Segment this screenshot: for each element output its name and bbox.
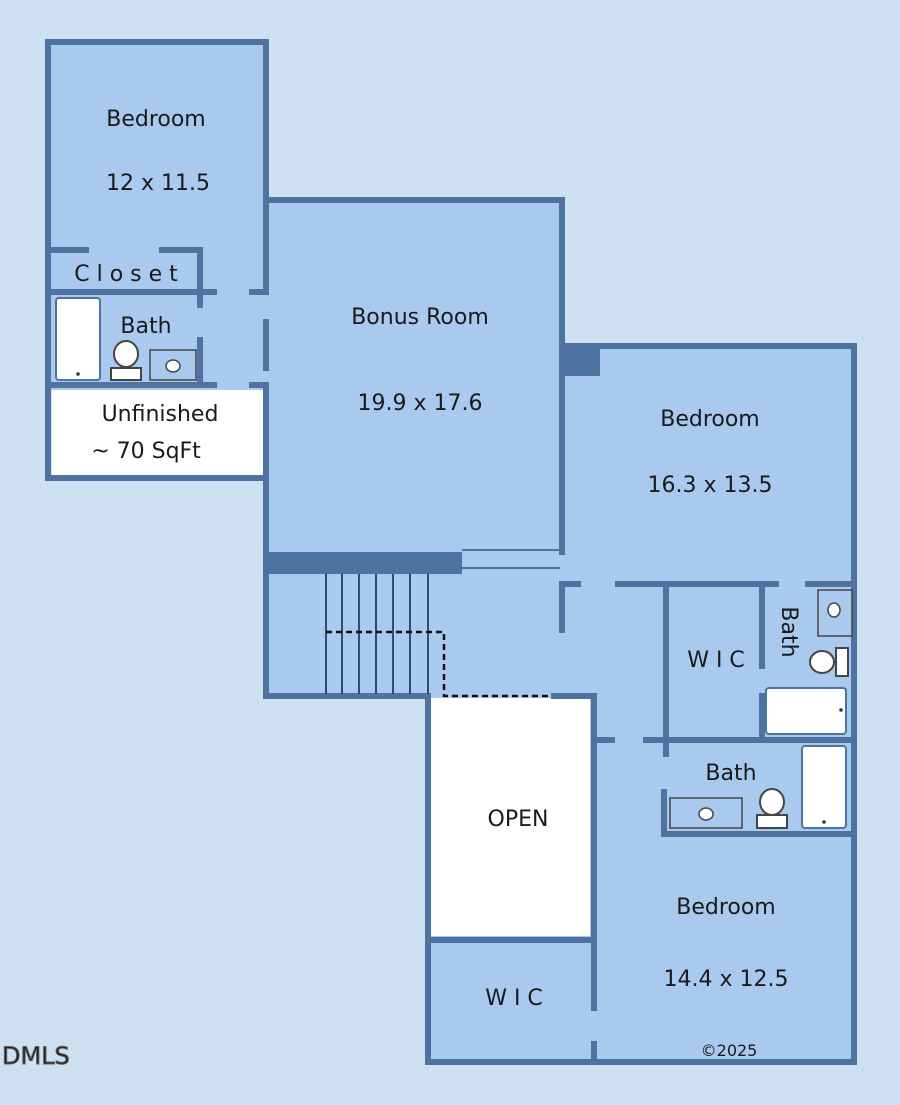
room-dims-bedroom-se: 14.4 x 12.5	[664, 967, 789, 992]
bathtub-icon	[801, 745, 847, 829]
watermark-logo: DMLS	[2, 1042, 70, 1070]
room-label-bedroom-se: Bedroom	[676, 895, 776, 920]
room-label-closet: C l o s e t	[74, 262, 178, 287]
room-label-bonus: Bonus Room	[351, 305, 489, 330]
open-to-below-area	[430, 698, 590, 936]
sink-icon	[149, 349, 197, 381]
room-label-bath-east: Bath	[776, 606, 801, 657]
stairs	[325, 574, 429, 694]
bonus-room-area	[266, 200, 562, 696]
toilet-icon	[110, 340, 142, 381]
bathtub-icon	[55, 297, 101, 381]
room-dims-bonus: 19.9 x 17.6	[358, 391, 483, 416]
sink-icon	[669, 797, 743, 829]
copyright-text: ©2025	[701, 1041, 758, 1060]
room-dims-bedroom-east: 16.3 x 13.5	[648, 473, 773, 498]
room-label-wic-east: W I C	[687, 648, 745, 673]
stair-wall	[266, 552, 462, 574]
unfinished-area	[52, 390, 264, 476]
floor-edge-dashed	[326, 630, 548, 698]
railing	[462, 549, 560, 569]
room-label-bath-se: Bath	[705, 761, 756, 786]
toilet-icon	[809, 647, 849, 677]
room-label-unfinished: Unfinished	[102, 402, 219, 427]
room-dims-bedroom-nw: 12 x 11.5	[106, 171, 210, 196]
bathtub-icon	[765, 687, 847, 735]
room-label-wic-south: W I C	[485, 986, 543, 1011]
walls	[45, 39, 857, 1065]
unfinished-area-text: ~ 70 SqFt	[91, 439, 201, 464]
room-label-bedroom-east: Bedroom	[660, 407, 760, 432]
room-label-bedroom-nw: Bedroom	[106, 107, 206, 132]
room-label-open: OPEN	[488, 807, 549, 832]
toilet-icon	[756, 788, 788, 829]
room-label-bath-nw: Bath	[120, 314, 171, 339]
sink-icon	[817, 589, 853, 637]
wall-pier	[562, 346, 600, 376]
